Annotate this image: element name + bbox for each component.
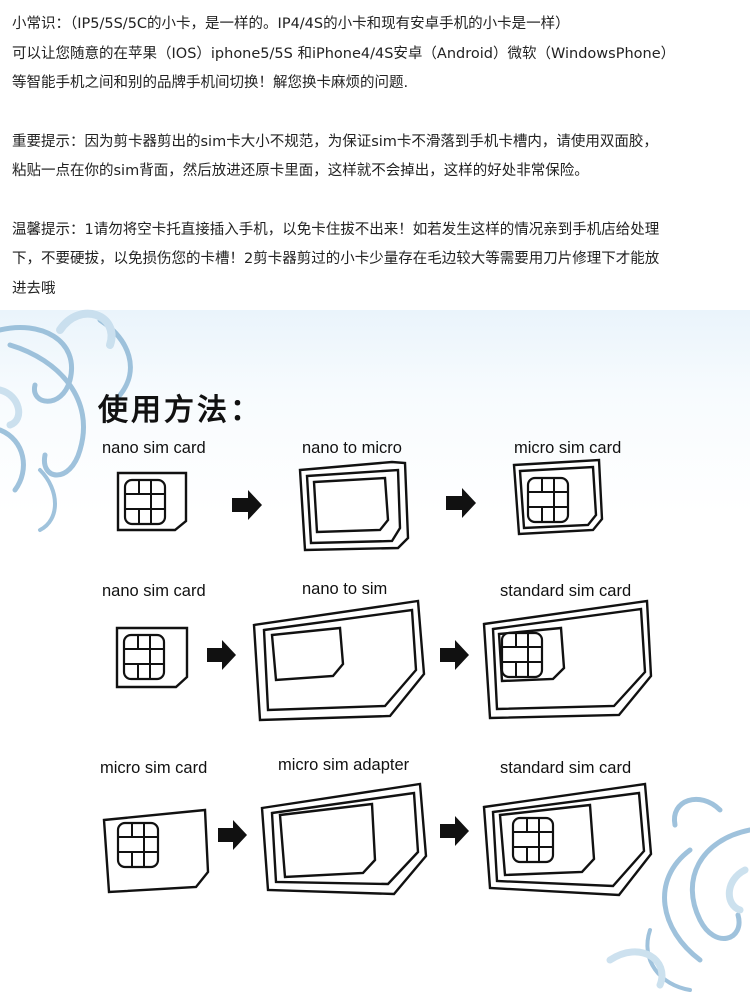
floral-swirl-top-left [0,309,133,532]
arrow-right-icon-row1b [446,488,476,518]
nano-sim-card-row2 [115,626,189,689]
usage-title: 使用方法： [98,393,263,428]
label-row3-middle: micro sim adapter [278,756,410,774]
arrow-right-icon-row1a [232,490,262,520]
warm-line-2: 下，不要硬拔，以免损伤您的卡槽！2剪卡器剪过的小卡少量存在毛边较大等需要用刀片修… [12,251,660,267]
micro-sim-card-row3 [102,808,210,894]
standard-sim-card-row3 [482,782,653,897]
label-row3-right: standard sim card [500,759,632,777]
micro-sim-card-row1 [512,458,604,536]
nano-to-sim-adapter [252,599,426,722]
label-row1-middle: nano to micro [302,439,402,457]
nano-to-micro-adapter [298,460,410,552]
tip-line-3: 等智能手机之间和别的品牌手机间切换！解您换卡麻烦的问题. [12,75,409,91]
nano-sim-card-row1 [116,471,188,532]
arrow-right-icon-row3a [218,820,247,850]
warm-line-3: 进去哦 [12,280,56,297]
arrow-right-icon-row2b [440,640,469,670]
arrow-right-icon-row2a [207,640,236,670]
label-row3-left: micro sim card [100,759,208,777]
tip-line-1: 小常识：（IP5/5S/5C的小卡，是一样的。IP4/4S的小卡和现有安卓手机的… [12,16,570,32]
tip-line-2: 可以让您随意的在苹果（IOS）iphone5/5S 和iPhone4/4S安卓（… [12,45,676,62]
instructions-text: 小常识：（IP5/5S/5C的小卡，是一样的。IP4/4S的小卡和现有安卓手机的… [12,10,742,304]
label-row2-right: standard sim card [500,582,632,600]
floral-swirl-bottom-right [606,796,750,992]
label-row2-left: nano sim card [102,582,206,600]
label-row1-right: micro sim card [514,439,622,457]
arrow-right-icon-row3b [440,816,469,846]
important-line-2: 粘贴一点在你的sim背面，然后放进还原卡里面，这样就不会掉出，这样的好处非常保险… [12,163,589,179]
warm-line-1: 温馨提示：1请勿将空卡托直接插入手机，以免卡住拔不出来！如若发生这样的情况亲到手… [12,221,660,238]
label-row2-middle: nano to sim [302,580,388,598]
standard-sim-card-row2 [482,599,653,720]
important-line-1: 重要提示：因为剪卡器剪出的sim卡大小不规范，为保证sim卡不滑落到手机卡槽内，… [12,133,658,150]
micro-sim-adapter [260,782,428,896]
label-row1-left: nano sim card [102,439,206,457]
